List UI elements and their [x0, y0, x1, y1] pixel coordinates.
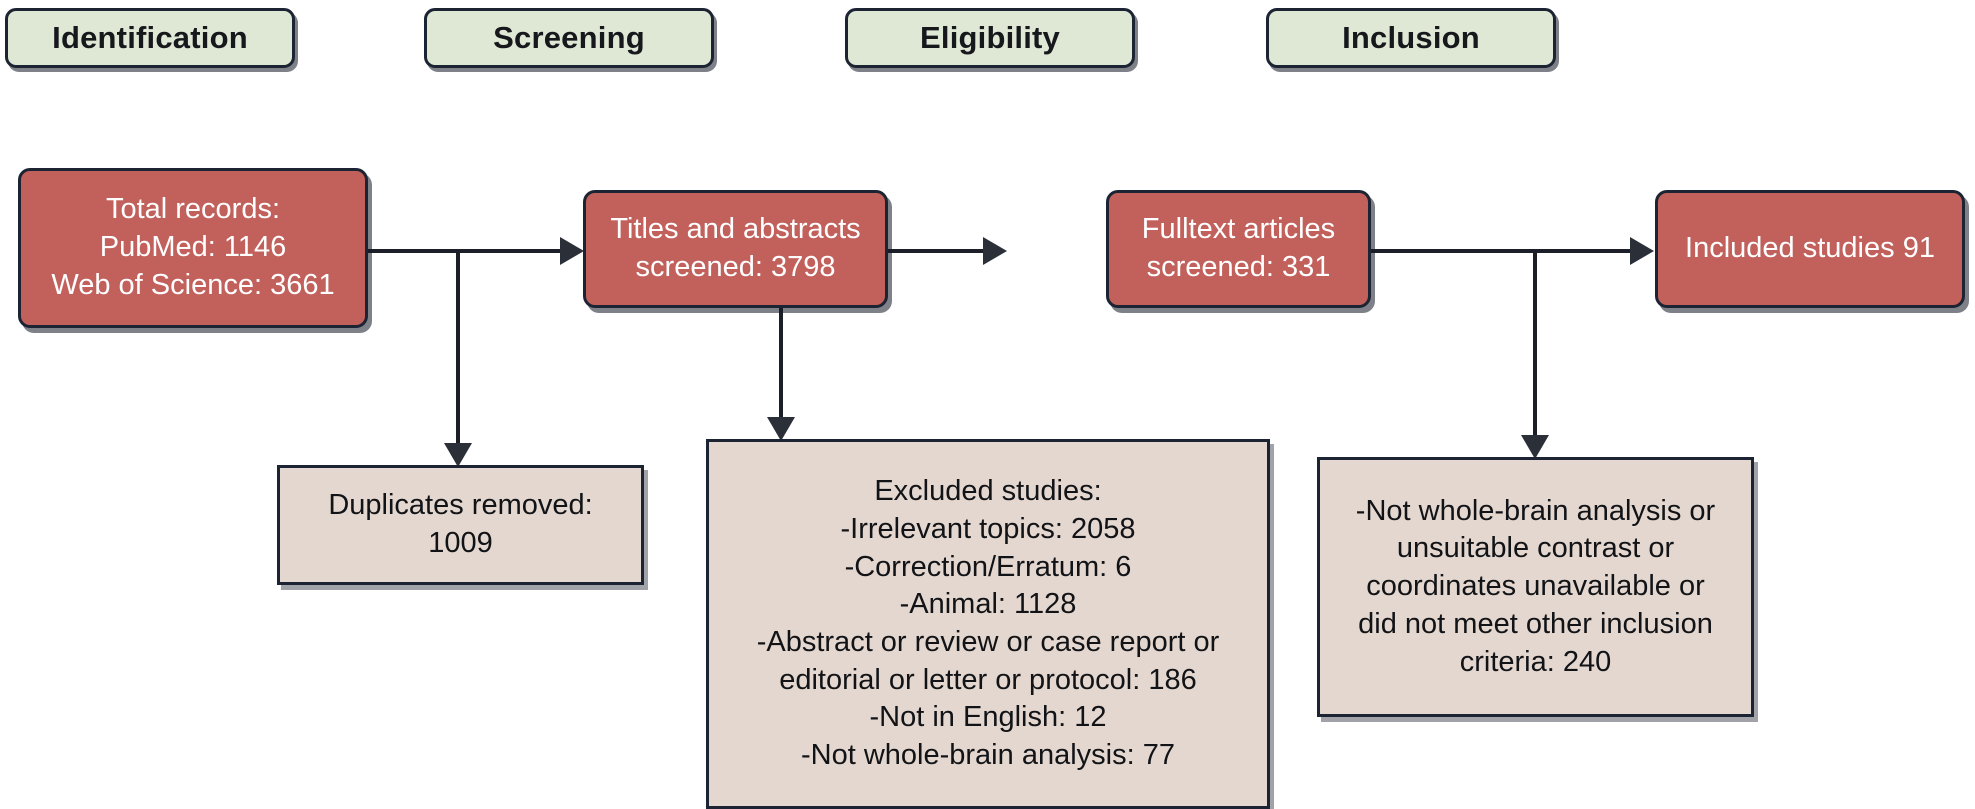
arrowhead-to-eligibility-exclusions	[1521, 435, 1549, 459]
stage-header-label: Eligibility	[920, 19, 1060, 55]
arrowhead-to-included-studies	[1630, 237, 1654, 265]
process-box-text: Total records: PubMed: 1146 Web of Scien…	[51, 193, 335, 301]
connector-fulltext-to-included	[1135, 249, 1650, 253]
process-box-included-studies[interactable]: Included studies 91	[1655, 190, 1965, 308]
connector-branch-to-eligibility-exclusions	[1533, 249, 1537, 449]
process-box-titles-abstracts-screened[interactable]: Titles and abstracts screened: 3798	[583, 190, 888, 308]
stage-header-label: Identification	[52, 19, 248, 55]
exclusion-box-text: Duplicates removed: 1009	[328, 489, 593, 559]
stage-header-screening: Screening	[424, 8, 714, 68]
arrowhead-to-excluded-studies	[767, 417, 795, 441]
stage-header-identification: Identification	[5, 8, 295, 68]
exclusion-box-duplicates-removed[interactable]: Duplicates removed: 1009	[277, 465, 644, 585]
process-box-text: Included studies 91	[1685, 232, 1935, 265]
exclusion-box-excluded-studies[interactable]: Excluded studies: -Irrelevant topics: 20…	[706, 439, 1270, 809]
exclusion-box-eligibility-exclusions[interactable]: -Not whole-brain analysis or unsuitable …	[1317, 457, 1754, 717]
process-box-fulltext-screened[interactable]: Fulltext articles screened: 331	[1106, 190, 1371, 308]
connector-records-to-screened	[290, 249, 580, 253]
connector-branch-to-duplicates	[456, 249, 460, 457]
stage-header-label: Inclusion	[1342, 19, 1480, 55]
arrowhead-to-duplicates	[444, 443, 472, 467]
process-box-text: Fulltext articles screened: 331	[1141, 213, 1336, 283]
process-box-text: Titles and abstracts screened: 3798	[610, 213, 861, 283]
exclusion-box-text: Excluded studies: -Irrelevant topics: 20…	[756, 475, 1220, 772]
stage-header-eligibility: Eligibility	[845, 8, 1135, 68]
stage-header-label: Screening	[493, 19, 645, 55]
arrowhead-to-titles-screened	[560, 237, 584, 265]
arrowhead-to-fulltext-screened	[983, 237, 1007, 265]
exclusion-box-text: -Not whole-brain analysis or unsuitable …	[1355, 494, 1716, 678]
process-box-total-records[interactable]: Total records: PubMed: 1146 Web of Scien…	[18, 168, 368, 328]
connector-branch-to-excluded-studies	[779, 249, 783, 431]
stage-header-inclusion: Inclusion	[1266, 8, 1556, 68]
